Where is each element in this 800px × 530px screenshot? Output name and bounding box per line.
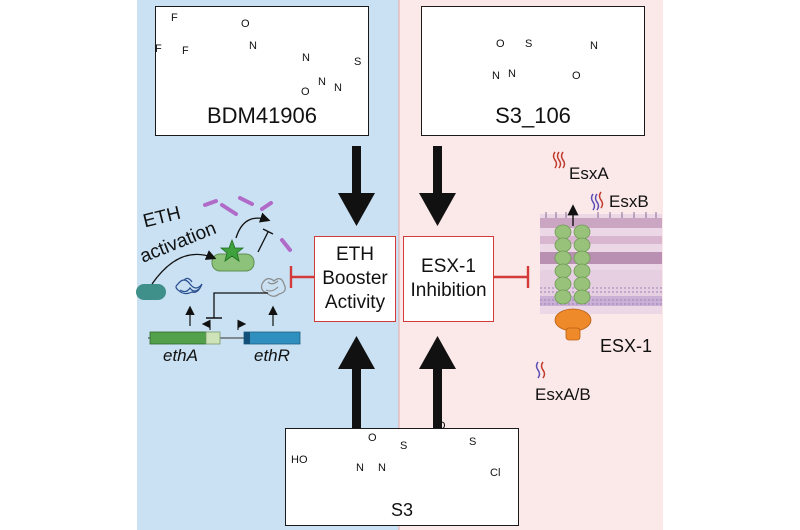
inhibit-eth-activation [289, 266, 314, 288]
structure-box-bdm41906: BDM41906 [155, 6, 369, 136]
atom-label: O [496, 38, 505, 50]
eth-booster-line2: Booster [322, 268, 388, 289]
esxa-label: EsxA [569, 164, 609, 183]
atom-label: N [492, 70, 500, 82]
atom-label: O [572, 70, 581, 82]
atom-label: N [508, 68, 516, 80]
esxa-protein [552, 151, 566, 169]
atom-label: N [356, 462, 364, 474]
arrow-from-bdm41906 [338, 146, 375, 226]
eth-activation-pathway [136, 196, 301, 345]
atom-label: S [354, 56, 362, 68]
atom-label: O [241, 18, 250, 30]
atom-label: N [249, 40, 257, 52]
esxab-label: EsxA/B [535, 385, 591, 404]
eth-booster-line1: ETH [336, 244, 374, 265]
atom-label: O [368, 432, 377, 444]
atom-label: N [590, 40, 598, 52]
atom-label: N [318, 76, 326, 88]
ethr-gene-bar [243, 331, 301, 345]
esxb-protein [590, 191, 604, 211]
esx1-inhibition-line2: Inhibition [410, 280, 487, 301]
atom-label: F [155, 43, 162, 55]
atom-label: N [334, 82, 342, 94]
eth-booster-line3: Activity [324, 292, 386, 313]
esx1-core-spheres [554, 224, 591, 305]
arrow-from-s3-106 [419, 146, 456, 226]
arrow-from-s3-to-esx1 [419, 336, 456, 428]
eth-active-star [219, 238, 245, 262]
atom-label: S [469, 436, 477, 448]
eth-booster-activity-box: ETH Booster Activity [314, 236, 396, 322]
structure-label-s3: S3 [390, 500, 414, 520]
atom-label: N [378, 462, 386, 474]
esx1-base-orange [554, 308, 592, 341]
esx1-secretion-system [535, 151, 662, 379]
esx1-inhibition-line1: ESX-1 [421, 256, 476, 277]
esx1-inhibition-box: ESX-1 Inhibition [403, 236, 494, 322]
atom-label: S [525, 38, 533, 50]
atom-label: HO [291, 454, 308, 466]
esxb-label: EsxB [609, 192, 649, 211]
atom-label: N [302, 52, 310, 64]
atom-label: O [301, 86, 310, 98]
esxab-protein [535, 361, 546, 379]
atom-label: S [400, 440, 408, 452]
structure-label-s3-106: S3_106 [495, 103, 571, 128]
structure-box-s3: S3 [285, 428, 519, 526]
atom-label: O [437, 420, 446, 432]
esx1-label: ESX-1 [600, 336, 653, 356]
etha-protein [175, 277, 203, 295]
eth-prodrug-oval [136, 284, 166, 300]
ethr-gene-label: ethR [254, 346, 290, 365]
eth-degradation-fragments [203, 196, 292, 252]
atom-label: F [182, 45, 189, 57]
etha-gene-label: ethA [163, 346, 198, 365]
arrow-from-s3-to-eth-booster [338, 336, 375, 428]
inhibit-esx1-secretion [494, 266, 530, 288]
etha-gene-bar [149, 331, 207, 345]
atom-label: F [171, 12, 178, 24]
atom-label: Cl [490, 467, 501, 479]
structure-label-bdm41906: BDM41906 [206, 103, 318, 128]
structure-box-s3-106: S3_106 [421, 6, 645, 136]
